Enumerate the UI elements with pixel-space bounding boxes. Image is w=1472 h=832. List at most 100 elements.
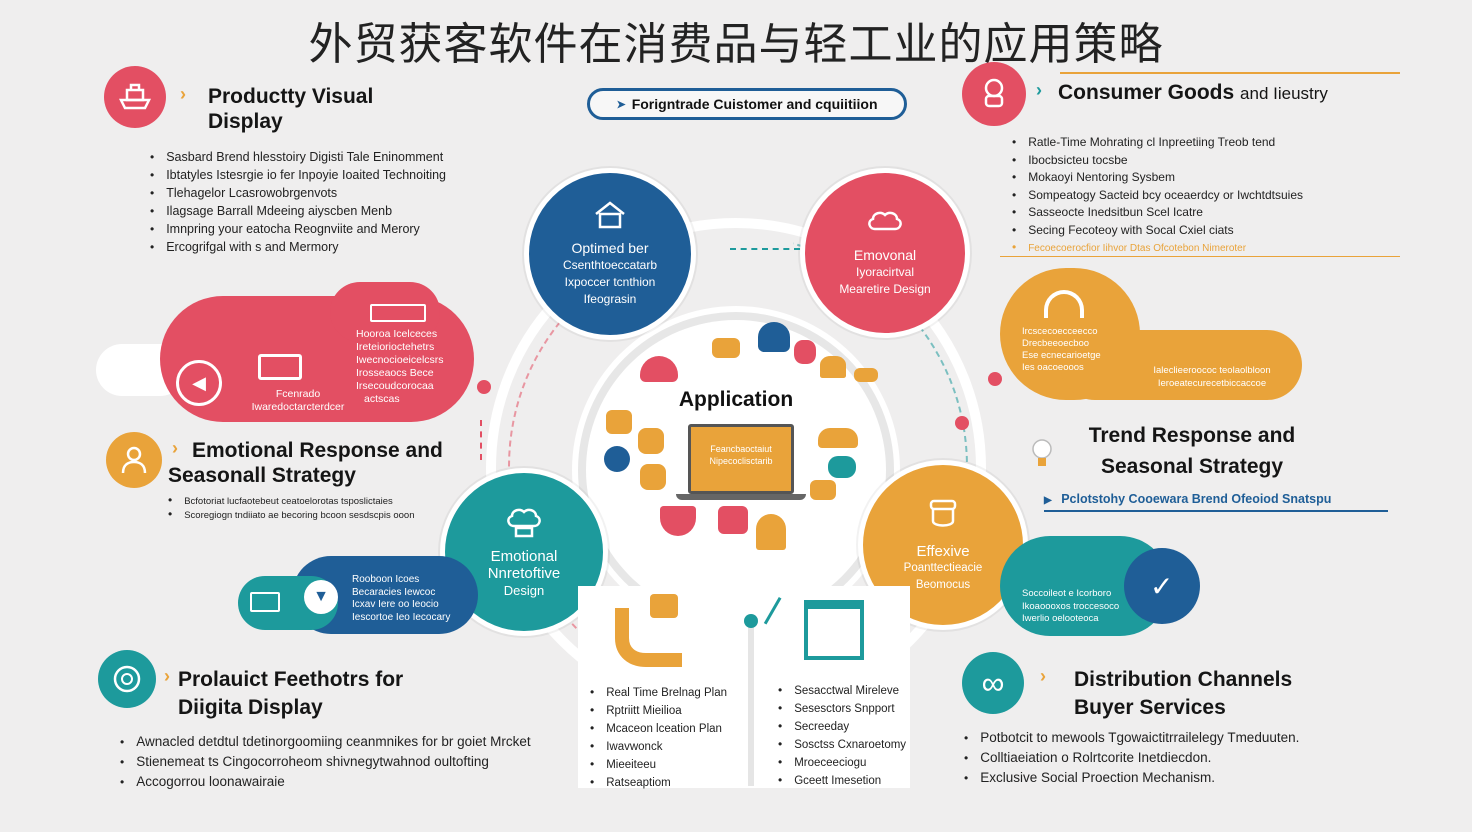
circle-line: Emotional — [490, 547, 558, 565]
list-item: Sompeatogy Sacteid bcy oceaerdcy or Iwch… — [1012, 187, 1392, 205]
dashed-connector — [480, 420, 482, 460]
list-item: Fecoecoerocfior Iihvor Dtas Ofcotebon Ni… — [1012, 239, 1392, 258]
acquisition-pill[interactable]: ➤ Forigntrade Cuistomer and cquiitiion — [587, 88, 907, 120]
circle-line: Effexive — [916, 542, 970, 560]
section-heading: Trend Response and Seasonal Strategy — [1088, 424, 1296, 478]
circle-line: Csenthtoeccatarb — [562, 258, 658, 272]
cloud-line: Ese ecnecarioetge — [1022, 350, 1101, 361]
decor-shape — [712, 338, 740, 358]
cloud-text: Ialeclieeroococ teolaolbloon Ieroeatecur… — [1153, 365, 1271, 389]
decor-shape — [640, 356, 678, 382]
cloud-line: Ikoaoooxos troccesoco — [1022, 600, 1120, 612]
cloud-text: Soccoileot e Icorboro Ikoaoooxos trocces… — [1022, 588, 1142, 626]
section-heading: Emotional Response and Seasonall Strateg… — [168, 439, 443, 487]
hand-icon: ◀ — [176, 360, 222, 406]
trend-link[interactable]: ▶ Pclotstohy Cooewara Brend Ofeoiod Snat… — [1044, 492, 1388, 512]
list-item: Mroeceeciogu — [778, 754, 908, 772]
circle-optimized: Optimed ber Csenthtoeccatarb Ixpoccer tc… — [524, 168, 696, 340]
list-item: Sasseocte Inedsitbun Scel Icatre — [1012, 204, 1392, 222]
list-item: Ilagsage Barrall Mdeeing aiyscben Menb — [150, 202, 550, 220]
list-item: Bcfotoriat lucfaotebeut ceatoelorotas ts… — [168, 494, 468, 508]
decor-shape — [604, 446, 630, 472]
list-item: Mokaoyi Nentoring Sysbem — [1012, 169, 1392, 187]
cloud-text: Rooboon Icoes Becaracies Iewcoc Icxav Ie… — [352, 574, 472, 624]
cloud-line: Icxav Iere oo Ieocio — [352, 599, 439, 610]
blue-cloud-small — [1124, 548, 1200, 624]
cloud-line: Iwecnocioeicelcsrs — [356, 354, 444, 366]
circle-line: Optimed ber — [571, 240, 649, 256]
decor-shape — [718, 506, 748, 534]
circle-line: Nnretoftive — [487, 564, 561, 582]
list-item: Scoregiogn tndiiato ae becoring bcoon se… — [168, 508, 468, 522]
ship-icon — [104, 66, 166, 128]
infinity-icon: ∞ — [962, 652, 1024, 714]
cloud-line: Ireteiorioctehetrs — [356, 341, 435, 353]
section-heading: Distribution Channels Buyer Services — [1074, 668, 1293, 719]
list-item: Colltiaeiation o Rolrtcorite Inetdiecdon… — [964, 748, 1384, 768]
decor-shape — [756, 514, 786, 550]
connector-dot — [477, 380, 491, 394]
cloud-text: Ircscecoecceecco Drecbeeoecboo Ese ecnec… — [1022, 326, 1132, 374]
list-item: Mcaceon lceation Plan — [590, 720, 750, 738]
globe-icon — [98, 650, 156, 708]
list-item: Imnpring your eatocha Reognviite and Mer… — [150, 220, 550, 238]
list-item: Real Time Brelnag Plan — [590, 684, 750, 702]
bullet-list: Awnacled detdtul tdetinorgoomiing ceanmn… — [120, 732, 560, 792]
center-label: Application — [678, 388, 794, 411]
decor-shape — [820, 356, 846, 378]
connector-dot — [955, 416, 969, 430]
arch-icon — [1044, 290, 1084, 318]
page-title: 外贸获客软件在消费品与轻工业的应用策略 — [308, 19, 1164, 70]
list-item: Secreeday — [778, 718, 908, 736]
section-heading: Consumer Goods and Iieustry — [1058, 80, 1398, 106]
decor-shape — [854, 368, 878, 382]
list-item: Secing Fecoteoy with Socal Cxiel ciats — [1012, 222, 1392, 240]
decor-shape — [810, 480, 836, 500]
cloud-line: Ircscecoecceecco — [1022, 326, 1098, 337]
cloud-line: Ies oacoeooos — [1022, 362, 1084, 373]
circle-line: Beomocus — [915, 578, 971, 591]
arrow-icon: › — [1040, 666, 1046, 686]
laptop-base — [676, 494, 806, 500]
divider — [1060, 72, 1400, 74]
funnel-icon: ▼ — [304, 580, 338, 614]
arrow-icon: › — [180, 84, 186, 104]
circle-emotional-top: Emovonal Iyoracirtval Mearetire Design — [800, 168, 970, 338]
dashed-connector — [730, 248, 800, 250]
bullet-list: Sesacctwal Mireleve Sesesctors Snpport S… — [778, 682, 908, 790]
card-icon — [370, 304, 426, 322]
divider — [1000, 256, 1400, 257]
list-item: Ratle-Time Mohrating cl Inpreetiing Treo… — [1012, 134, 1392, 152]
laptop-text: Feancbaoctaiut Nipecoclisctarib — [709, 444, 773, 466]
decor-shape — [606, 410, 632, 434]
circle-line: Iyoracirtval — [855, 264, 914, 279]
decor-shape — [794, 340, 816, 364]
list-item: Tlehagelor Lcasrowobrgenvots — [150, 184, 550, 202]
cloud-line: Iescortoe Ieo Iecocary — [352, 611, 451, 623]
heading-text: Consumer Goods — [1058, 81, 1235, 104]
pin-dot — [744, 614, 758, 628]
list-item: Mieeiteeu — [590, 756, 750, 774]
list-item: Awnacled detdtul tdetinorgoomiing ceanmn… — [120, 732, 560, 752]
panel-divider — [748, 624, 754, 786]
person-icon — [106, 432, 162, 488]
arrow-icon: › — [172, 438, 178, 458]
cloud-line: Drecbeeoecboo — [1022, 338, 1090, 349]
circle-line: Design — [503, 582, 545, 598]
orange-cloud-card — [1060, 330, 1302, 400]
list-item: Rptriitt Mieilioa — [590, 702, 750, 720]
house-icon — [595, 201, 625, 229]
cloud-line: Irsecoudcorocaa — [356, 380, 434, 392]
card-icon — [258, 354, 302, 380]
check-icon: ✓ — [1150, 571, 1174, 602]
chef-icon — [962, 62, 1026, 126]
circle-line: Emovonal — [853, 246, 917, 263]
cloud-label: Fcenrado Iwaredoctarcterdcer — [251, 388, 345, 413]
section-heading: Prolauict Feethotrs for Diigita Display — [178, 668, 404, 719]
arrow-icon: › — [164, 666, 170, 686]
arrow-icon: ▶ — [1044, 495, 1052, 506]
laptop-screen: Feancbaoctaiut Nipecoclisctarib — [688, 424, 794, 494]
bullet-list: Potbotcit to mewools Tgowaictitrraileleg… — [964, 728, 1384, 788]
circle-line: Ifeograsin — [583, 292, 637, 306]
pipe-icon — [612, 608, 682, 668]
